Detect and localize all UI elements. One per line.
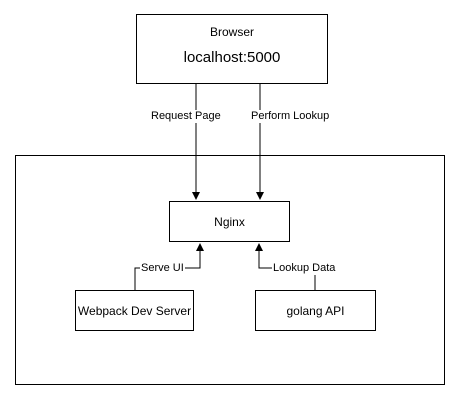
- webpack-label: Webpack Dev Server: [77, 303, 192, 318]
- serve-ui-label: Serve UI: [140, 262, 185, 275]
- browser-url: localhost:5000: [183, 49, 281, 66]
- request-page-label: Request Page: [150, 110, 222, 123]
- golang-api-label: golang API: [286, 303, 345, 318]
- browser-title: Browser: [209, 25, 254, 39]
- nginx-label: Nginx: [214, 214, 245, 229]
- nginx-node: Nginx: [169, 201, 290, 242]
- perform-lookup-label: Perform Lookup: [250, 110, 331, 123]
- webpack-node: Webpack Dev Server: [75, 290, 194, 331]
- lookup-data-label: Lookup Data: [272, 262, 337, 275]
- golang-api-node: golang API: [255, 290, 376, 331]
- browser-node: Browser localhost:5000: [136, 14, 328, 84]
- server-container: [15, 155, 445, 385]
